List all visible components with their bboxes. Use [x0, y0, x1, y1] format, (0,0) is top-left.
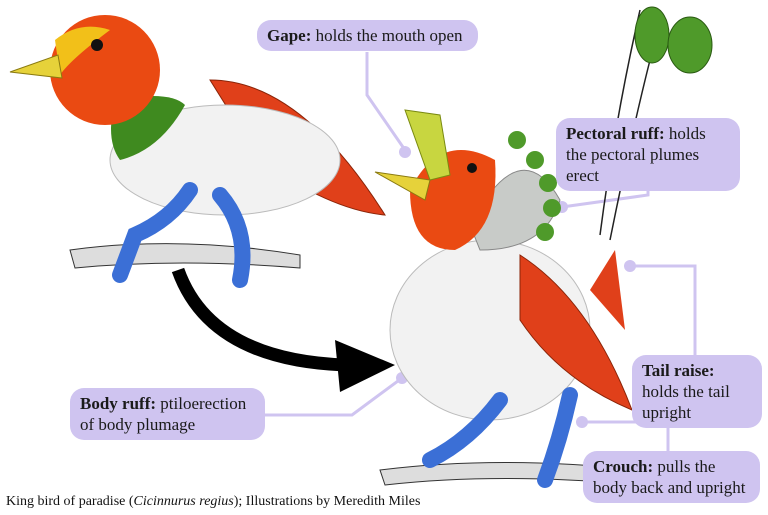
- eye-left: [91, 39, 103, 51]
- connector-dots: [396, 146, 636, 428]
- bird-resting: [9, 15, 386, 288]
- eye-right: [467, 163, 477, 173]
- label-crouch: Crouch: pulls the body back and upright: [583, 451, 760, 503]
- upper-beak-right: [404, 109, 451, 181]
- label-pectoral-ruff: Pectoral ruff: holds the pectoral plumes…: [556, 118, 740, 191]
- term: Crouch:: [593, 457, 654, 476]
- term: Gape:: [267, 26, 312, 45]
- branch-left: [69, 243, 301, 269]
- lower-beak-right: [374, 171, 431, 201]
- description: pulls the body back and upright: [593, 457, 746, 497]
- label-gape: Gape: holds the mouth open: [257, 20, 478, 51]
- legs-left: [112, 182, 251, 288]
- tail-right: [590, 250, 625, 330]
- label-body-ruff: Body ruff: ptiloerection of body plumage: [70, 388, 265, 440]
- caption: King bird of paradise (Cicinnurus regius…: [6, 494, 420, 510]
- description: holds the tail upright: [642, 382, 730, 422]
- beak-left: [9, 54, 63, 79]
- caption-prefix: King bird of paradise (: [6, 494, 134, 509]
- term: Pectoral ruff:: [566, 124, 665, 143]
- bird-displaying: [374, 6, 713, 488]
- pectoral-tips: [508, 131, 561, 241]
- label-tail-raise: Tail raise: holds the tail upright: [632, 355, 762, 428]
- tail-connector: [630, 264, 697, 356]
- caption-suffix: ); Illustrations by Meredith Miles: [233, 494, 421, 509]
- gape-connector: [365, 52, 407, 151]
- wing-right: [519, 254, 633, 411]
- body-ruff-connector: [265, 376, 403, 417]
- term: Tail raise:: [642, 361, 715, 380]
- arrow-head-icon: [335, 340, 395, 392]
- caption-species: Cicinnurus regius: [133, 494, 234, 509]
- transition-arrow: [171, 267, 346, 372]
- legs-right: [422, 387, 578, 488]
- tail-disc-1: [634, 6, 670, 64]
- description: holds the pectoral plumes erect: [566, 124, 706, 185]
- term: Body ruff:: [80, 394, 157, 413]
- tail-disc-2: [667, 16, 713, 74]
- description: holds the mouth open: [311, 26, 463, 45]
- description: ptiloerection of body plumage: [80, 394, 247, 434]
